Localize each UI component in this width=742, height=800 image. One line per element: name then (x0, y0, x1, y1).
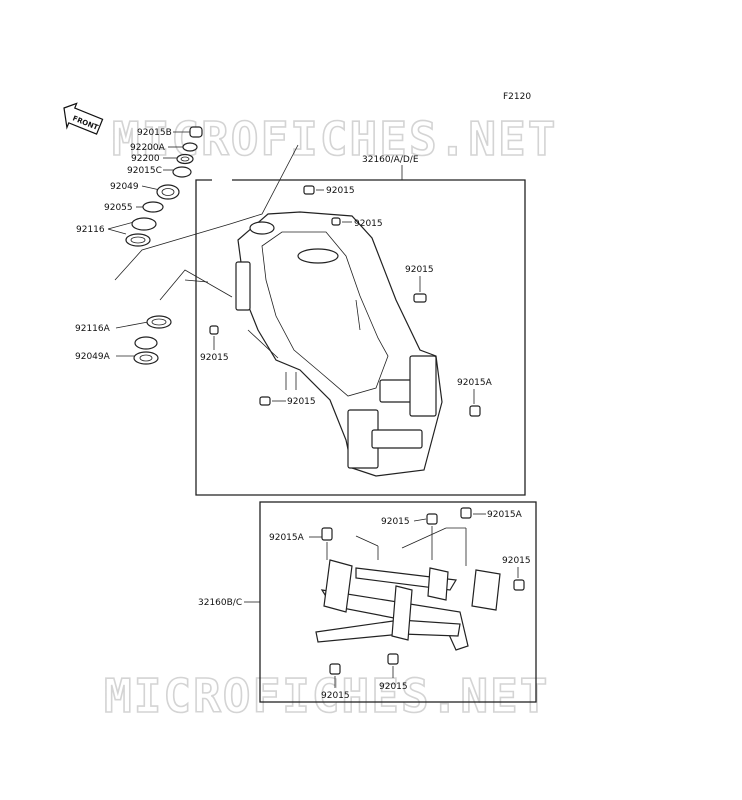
label-92055: 92055 (104, 203, 133, 213)
main-frame-drawing (235, 211, 443, 477)
sub-frame-group: 32160B/C 92015A 92015 (198, 501, 537, 703)
label-92015A-right: 92015A (487, 510, 523, 520)
label-92116A: 92116A (75, 324, 111, 334)
steering-head-labels: 92015B 92200A 92200 92015C 92049 92055 9… (75, 128, 190, 362)
label-92116: 92116 (76, 225, 105, 235)
label-92015-sub-right: 92015 (502, 556, 531, 566)
watermark-bottom: MICROFICHES.NET (104, 669, 549, 723)
label-92015-left: 92015 (200, 353, 229, 363)
label-92200: 92200 (131, 154, 160, 164)
steering-bearing-parts (125, 126, 203, 365)
label-92015-sub-bottom-right: 92015 (379, 682, 408, 692)
label-92015B: 92015B (137, 128, 172, 138)
label-92015A-left: 92015A (269, 533, 305, 543)
label-92015-sub-top: 92015 (381, 517, 410, 527)
main-frame-bolts: 92015 92015 92015 92015 92015 92015A (200, 185, 493, 417)
label-92015A-main: 92015A (457, 378, 493, 388)
label-92200A: 92200A (130, 143, 166, 153)
front-arrow-icon: FRONT (63, 102, 104, 135)
label-sub-frame: 32160B/C (198, 598, 242, 608)
label-92015C: 92015C (127, 166, 162, 176)
label-92049: 92049 (110, 182, 139, 192)
label-92015-sub-bottom-left: 92015 (321, 691, 350, 701)
sub-frame-bolts: 92015A 92015 92015A 92015 92015 92015 (269, 507, 531, 701)
label-92015-top: 92015 (326, 186, 355, 196)
figure-code: F2120 (503, 92, 531, 102)
sub-frame-drawing (315, 527, 501, 651)
label-92049A: 92049A (75, 352, 111, 362)
label-main-frame: 32160/A/D/E (362, 155, 419, 165)
label-92015-low: 92015 (287, 397, 316, 407)
label-92015-right: 92015 (405, 265, 434, 275)
label-92015-upper: 92015 (354, 219, 383, 229)
main-frame-group: 32160/A/D/E 92015 92015 92 (195, 155, 526, 496)
